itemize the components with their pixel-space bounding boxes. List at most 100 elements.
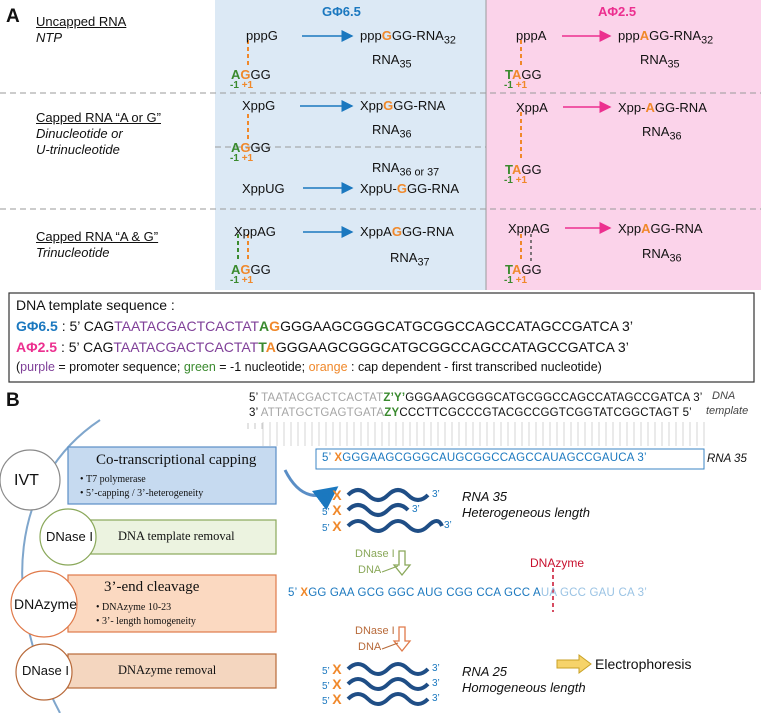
panel-letter-a: A [6,6,20,27]
g-r1-template: AGGG [231,67,271,82]
g-r1-product: pppGGG-RNA32 [360,28,456,47]
wave-1 [346,488,430,502]
a-r3-substrate: XppAG [508,221,550,236]
homo-title: RNA 25 [462,664,508,679]
template-legend: (purple = promoter sequence; green = -1 … [16,360,602,374]
g-r3-positions: -1 +1 [230,275,254,286]
g-r1-positions: -1 +1 [230,80,254,91]
a-r1-positions: -1 +1 [504,80,528,91]
g-r1-substrate: pppG [246,28,278,43]
a-column-bg [486,0,761,290]
rna35-box [315,448,705,470]
g-r2b-substrate: XppUG [242,181,285,196]
a-r2-length: RNA36 [642,124,682,143]
dna-removed-2: DNA [358,641,382,653]
wave3-5prime: 5’ X [322,518,342,534]
g-column-bg [215,0,486,290]
g-r1-length: RNA35 [372,52,412,71]
wave3-3prime: 3’ [444,520,452,531]
wave-5 [346,677,430,691]
g-r3-product: XppAGGG-RNA [360,224,454,239]
a-r2-template: TAGG [505,162,542,177]
template-g-line: GΦ6.5 : 5’ CAGTAATACGACTCACTATAGGGGAAGCG… [16,318,633,334]
g-r2-substrate: XppG [242,98,276,113]
dnase1-title: DNA template removal [118,529,235,543]
dnase1-circle-label: DNase I [46,529,93,544]
wave-6 [346,692,430,706]
template-box [8,292,755,383]
ivt-title: Co-transcriptional capping [96,452,257,468]
wave-4 [346,662,430,676]
curved-arrow [283,469,339,511]
dnase-label-1: DNase I [355,548,395,560]
g-r2-length: RNA36 [372,122,412,141]
wave6-5prime: 5’ X [322,691,342,707]
down-arrow-1 [392,550,412,577]
wave-2 [346,503,410,517]
dnazyme-bullet-2: • 3’- length homogeneity [96,616,196,627]
row2-title: Capped RNA “A or G” [36,110,161,125]
rna35-tag: RNA 35 [707,453,747,465]
dnase2-title: DNAzyme removal [118,663,217,677]
base-pair-hatch [247,423,263,429]
dnazyme-box [67,574,277,633]
hetero-subtitle: Heterogeneous length [462,505,590,520]
wave-3 [346,519,444,533]
wave1-3prime: 3’ [432,489,440,500]
dna-top-strand: 5’ TAATACGACTCACTATZ’Y’GGGAAGCGGGCATGCGG… [249,392,703,404]
row3-subtitle: Trinucleotide [36,245,110,260]
dnazyme-bullet-1: • DNAzyme 10-23 [96,602,172,613]
a-r3-template: TAGG [505,262,542,277]
electro-arrow [556,654,592,674]
a-r3-product: XppAGG-RNA [618,221,703,236]
a-r1-template: TAGG [505,67,542,82]
row2-subtitle1: Dinucleotide or [36,126,123,141]
g-r2b-length: RNA36 or 37 [372,160,440,179]
a-r2-product: Xpp-AGG-RNA [618,100,707,115]
dna-bottom-strand: 3’ ATTATGCTGAGTGATAZYCCCTTCGCCCGTACGCCGG… [249,407,692,419]
dna-removed-1: DNA [358,564,382,576]
a-r2-positions: -1 +1 [504,175,528,186]
dnazyme-title: 3’-end cleavage [104,579,200,595]
ivt-box [67,446,277,505]
dnazyme-circle-label: DNAzyme [14,596,78,612]
g-enzyme-header: GΦ6.5 [322,4,361,19]
down-arrow-2 [392,626,412,653]
dnazyme-cut-label: DNAzyme [530,556,585,570]
g-r2-product: XppGGG-RNA [360,98,446,113]
rna35-sequence: 5’ XGGGAAGCGGGCAUGCGGCCAGCCAUAGCCGAUCA 3… [322,452,647,464]
panel-letter-b: B [6,390,20,411]
row1-title: Uncapped RNA [36,14,127,29]
ivt-bullet-1: • T7 polymerase [80,474,146,485]
row1-subtitle: NTP [36,30,62,45]
g-r2-positions: -1 +1 [230,153,254,164]
g-r3-template: AGGG [231,262,271,277]
dnase2-circle [15,643,73,701]
a-r3-length: RNA36 [642,246,682,265]
dnase2-box [67,653,277,689]
a-r1-length: RNA35 [640,52,680,71]
wave5-5prime: 5’ X [322,676,342,692]
a-r2-substrate: XppA [516,100,548,115]
hetero-title: RNA 35 [462,489,508,504]
ivt-circle-label: IVT [14,472,39,489]
dnase-label-2: DNase I [355,625,395,637]
row2-subtitle2: U-trinucleotide [36,142,120,157]
template-heading: DNA template sequence : [16,297,175,313]
wave2-5prime: 5’ X [322,502,342,518]
a-r1-substrate: pppA [516,28,547,43]
wave1-5prime: 5’ X [322,487,342,503]
homo-subtitle: Homogeneous length [462,680,586,695]
dna-label: DNA [712,390,736,402]
g-r2b-product: XppU-GGG-RNA [360,181,459,196]
dnase1-circle [39,508,97,566]
wave2-3prime: 3’ [412,504,420,515]
ivt-bullet-2: • 5’-capping / 3’-heterogeneity [80,488,204,499]
electrophoresis-label: Electrophoresis [595,656,692,672]
template-hatch [262,422,705,446]
cleavage-sequence: 5’ XGG GAA GCG GGC AUG CGG CCA GCC AUA G… [288,587,647,599]
row3-title: Capped RNA “A & G” [36,229,159,244]
a-r1-product: pppAGG-RNA32 [618,28,714,47]
g-r3-substrate: XppAG [234,224,276,239]
